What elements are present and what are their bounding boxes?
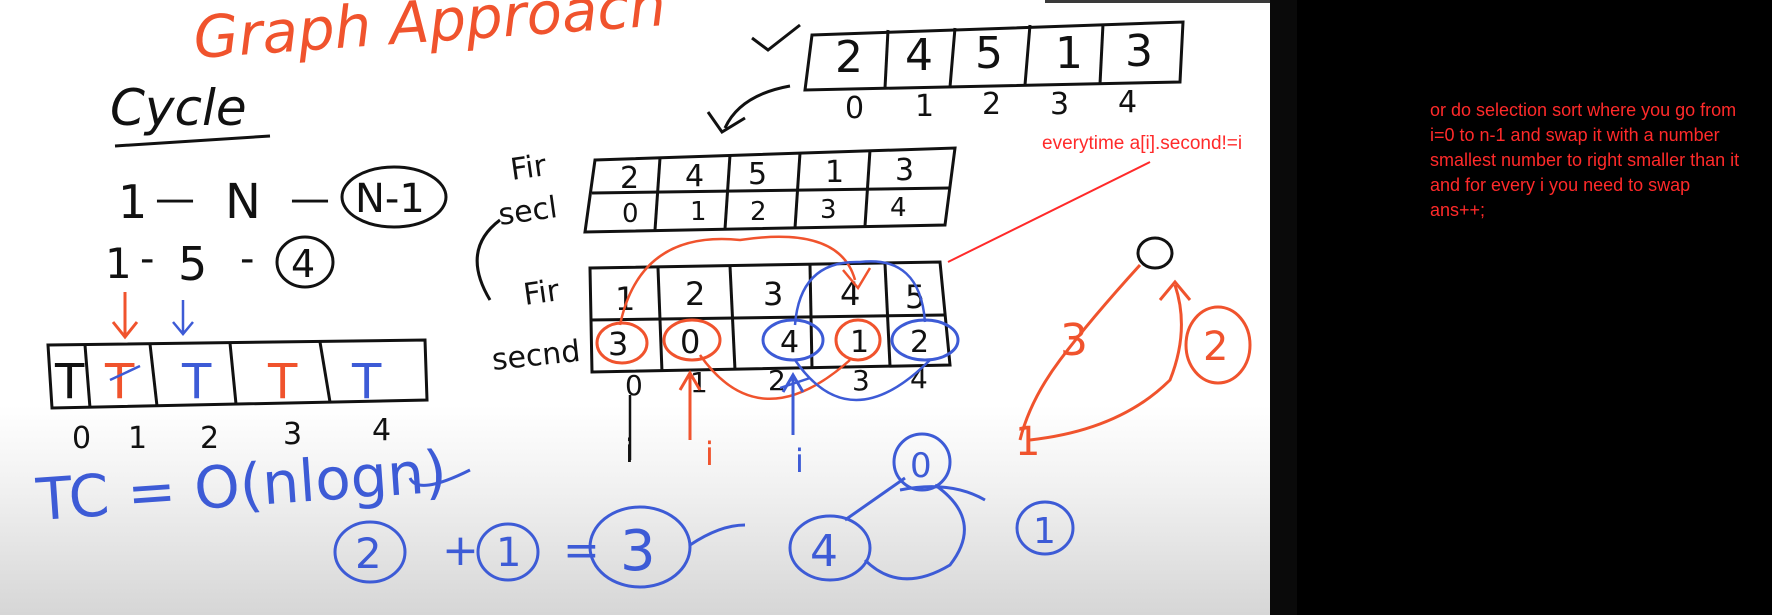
formula-example: 1 - 5 - 4 (105, 235, 335, 291)
pair-table-1-second-4: 4 (890, 193, 907, 223)
visited-index-4: 4 (372, 413, 391, 448)
formula-1-n: N (225, 174, 261, 230)
pair-table-1-second-1: 1 (690, 197, 707, 227)
visited-cell-0: T (54, 354, 85, 410)
sum-result: 3 (620, 519, 656, 584)
pointer-i-blue: i (795, 442, 804, 480)
sum-term-b: 1 (496, 530, 521, 576)
pair-table-2-second-4: 2 (910, 325, 929, 360)
top-array-cell-3: 1 (1055, 28, 1083, 79)
top-array-index-0: 0 (845, 91, 864, 126)
formula-1-start: 1 (118, 175, 147, 229)
pair-table-2-first-4: 5 (905, 278, 925, 316)
top-array-index-1: 1 (915, 89, 934, 124)
pair-table-1-first-label: Fir (508, 148, 549, 188)
graph-edge-3: 3 (1060, 315, 1088, 366)
formula-cycle-length: 1 — N — N-1 (118, 165, 448, 230)
pair-table-1-first-4: 3 (895, 153, 914, 188)
pair-table-2-second-label: secnd (490, 334, 582, 378)
whiteboard: Graph Approach Cycle 1 — N — N-1 1 - 5 -… (0, 0, 1270, 615)
pair-table-1-first-3: 1 (825, 155, 844, 190)
board-title: Graph Approach (191, 0, 668, 72)
pair-table-2-second-3: 1 (850, 325, 869, 360)
board-edge (1270, 0, 1297, 615)
visited-cell-1: T (104, 354, 135, 410)
formula-1-swaps: N-1 (355, 176, 425, 222)
graph-node-4: 4 (810, 526, 838, 577)
top-array-cell-4: 3 (1125, 26, 1153, 77)
pair-table-2-first-0: 1 (615, 280, 635, 318)
graph-node-2: 2 (1203, 324, 1228, 370)
top-array-cell-1: 4 (905, 30, 933, 81)
pair-table-unsorted: Fir secl 2 4 5 1 3 0 1 2 3 4 (475, 146, 957, 301)
formula-2-dash-2: - (240, 236, 254, 282)
complexity-tick (408, 468, 471, 487)
whiteboard-drawing: Graph Approach Cycle 1 — N — N-1 1 - 5 -… (33, 0, 1252, 589)
pair-table-2-first-label: Fir (521, 273, 562, 313)
visited-cell-4: T (351, 354, 382, 410)
note-connector (947, 161, 1151, 263)
formula-1-dash: — (155, 176, 195, 222)
pointer-i-black: i (625, 432, 634, 470)
top-array-index-4: 4 (1118, 85, 1137, 120)
top-array-index-3: 3 (1050, 87, 1069, 122)
graph-node-0: 0 (1146, 265, 1147, 267)
graph-node-1-blue: 1 (1033, 511, 1056, 552)
time-complexity: TC = O(nlogn) (33, 437, 449, 534)
top-array: 2 4 5 1 3 0 1 2 3 4 (706, 20, 1185, 135)
visited-index-2: 2 (200, 421, 219, 456)
visited-index-3: 3 (283, 417, 302, 452)
pair-table-1-second-0: 0 (622, 199, 639, 229)
pair-table-2-second-0: 3 (608, 325, 628, 363)
formula-2-start: 1 (105, 239, 132, 288)
top-array-index-2: 2 (982, 87, 1001, 122)
pair-table-1-second-label: secl (496, 190, 559, 233)
cycle-heading: Cycle (110, 79, 247, 137)
graph-node-1-red: 1 (1015, 419, 1040, 465)
cycle-underline (114, 134, 271, 148)
visited-index-0: 0 (72, 421, 91, 456)
top-array-cell-2: 5 (975, 28, 1003, 79)
visited-cell-3: T (267, 354, 298, 410)
graph-node-0-blue: 0 (910, 446, 932, 486)
swap-count-sum: 2 + 1 = 3 (333, 505, 746, 589)
sum-plus: + (442, 525, 479, 576)
pair-table-1-first-2: 5 (748, 157, 767, 192)
sum-term-a: 2 (355, 529, 382, 578)
visited-cell-2: T (181, 354, 212, 410)
title-tick-mark (751, 23, 801, 52)
pointer-i-red: i (705, 435, 714, 473)
pair-table-2-second-1: 0 (680, 323, 700, 361)
side-note: or do selection sort where you go from i… (1430, 100, 1740, 220)
inline-note: everytime a[i].second!=i (1042, 133, 1243, 154)
pair-table-sorted: Fir secnd 1 2 3 4 5 3 0 4 1 2 0 1 2 (490, 235, 960, 480)
formula-2-swaps: 4 (291, 242, 315, 286)
pair-table-1-first-1: 4 (685, 159, 704, 194)
pair-table-2-index-3: 3 (852, 364, 870, 397)
pair-table-1-second-2: 2 (750, 197, 767, 227)
cycle-graph-blue: 4 0 1 (788, 432, 1075, 582)
pair-table-1-second-3: 3 (820, 195, 837, 225)
visited-index-1: 1 (128, 421, 147, 456)
pair-table-1-first-0: 2 (620, 161, 639, 196)
pair-table-2-first-3: 4 (840, 275, 860, 313)
pair-table-2-index-4: 4 (910, 362, 928, 395)
pair-table-2-index-0: 0 (625, 369, 643, 402)
pair-table-2-index-1: 1 (690, 366, 708, 399)
pair-table-2-first-1: 2 (685, 275, 705, 313)
window-top-edge (1045, 0, 1270, 3)
pair-table-2-second-2: 4 (780, 325, 799, 360)
formula-2-dash: - (140, 236, 154, 282)
formula-1-dash-2: — (290, 176, 330, 222)
cycle-graph-red: 0 3 2 1 (1015, 236, 1252, 465)
visited-array: T T T T T 0 1 2 3 4 (46, 292, 429, 456)
formula-2-n: 5 (178, 237, 207, 291)
pair-table-2-first-2: 3 (763, 275, 783, 313)
top-array-cell-0: 2 (835, 32, 863, 83)
